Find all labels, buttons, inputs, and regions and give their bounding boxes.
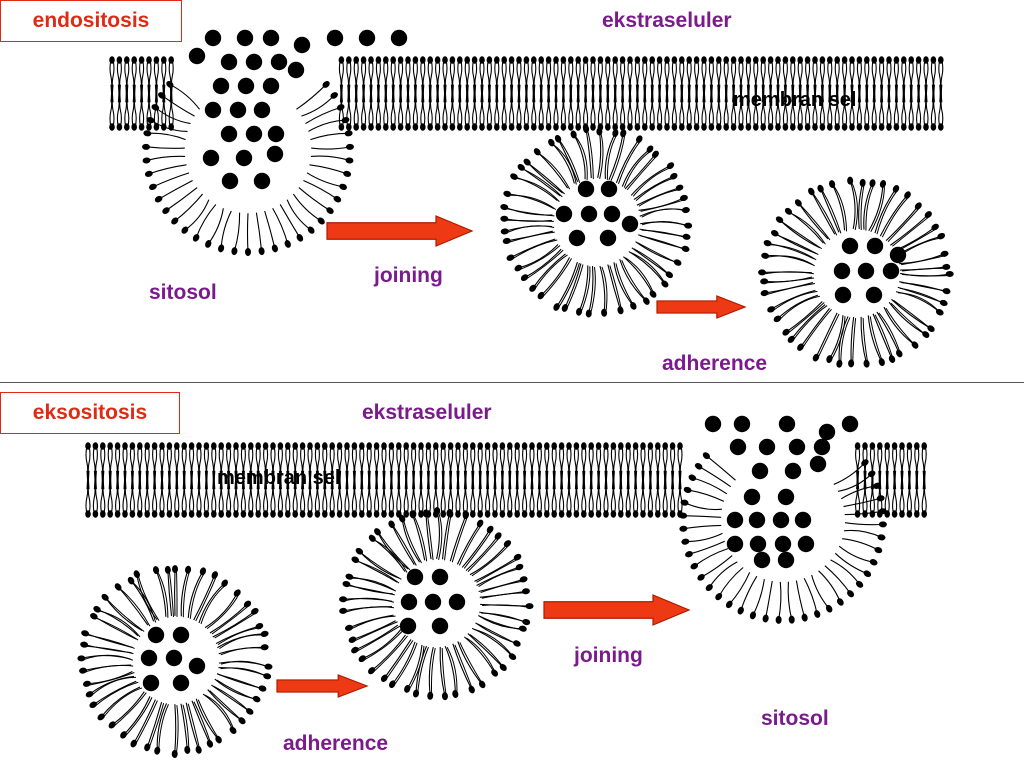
endositosis-title: endositosis (32, 9, 150, 32)
membrane-eksositosis (85, 442, 927, 518)
eksositosis-joining-label: joining (574, 644, 643, 667)
endositosis-title-box: endositosis (0, 0, 182, 42)
fusing-vesicles (142, 29, 887, 624)
eksositosis-membran-label: membran sel (217, 467, 341, 489)
endositosis-membran-label: membran sel (733, 89, 857, 111)
endositosis-joining-label: joining (374, 264, 443, 287)
process-arrows (276, 215, 747, 698)
endositosis-sitosol-label: sitosol (149, 281, 217, 304)
eksositosis-ekstraseluler-label: ekstraseluler (362, 401, 492, 424)
endositosis-adherence-label: adherence (662, 352, 768, 375)
membrane-endositosis (109, 56, 944, 131)
endositosis-ekstraseluler-label: ekstraseluler (602, 9, 732, 32)
eksositosis-title: eksositosis (32, 401, 148, 424)
eksositosis-adherence-label: adherence (283, 732, 389, 755)
eksositosis-title-box: eksositosis (0, 392, 180, 434)
free-vesicles (77, 125, 954, 758)
eksositosis-sitosol-label: sitosol (761, 707, 829, 730)
section-divider (0, 382, 1024, 383)
